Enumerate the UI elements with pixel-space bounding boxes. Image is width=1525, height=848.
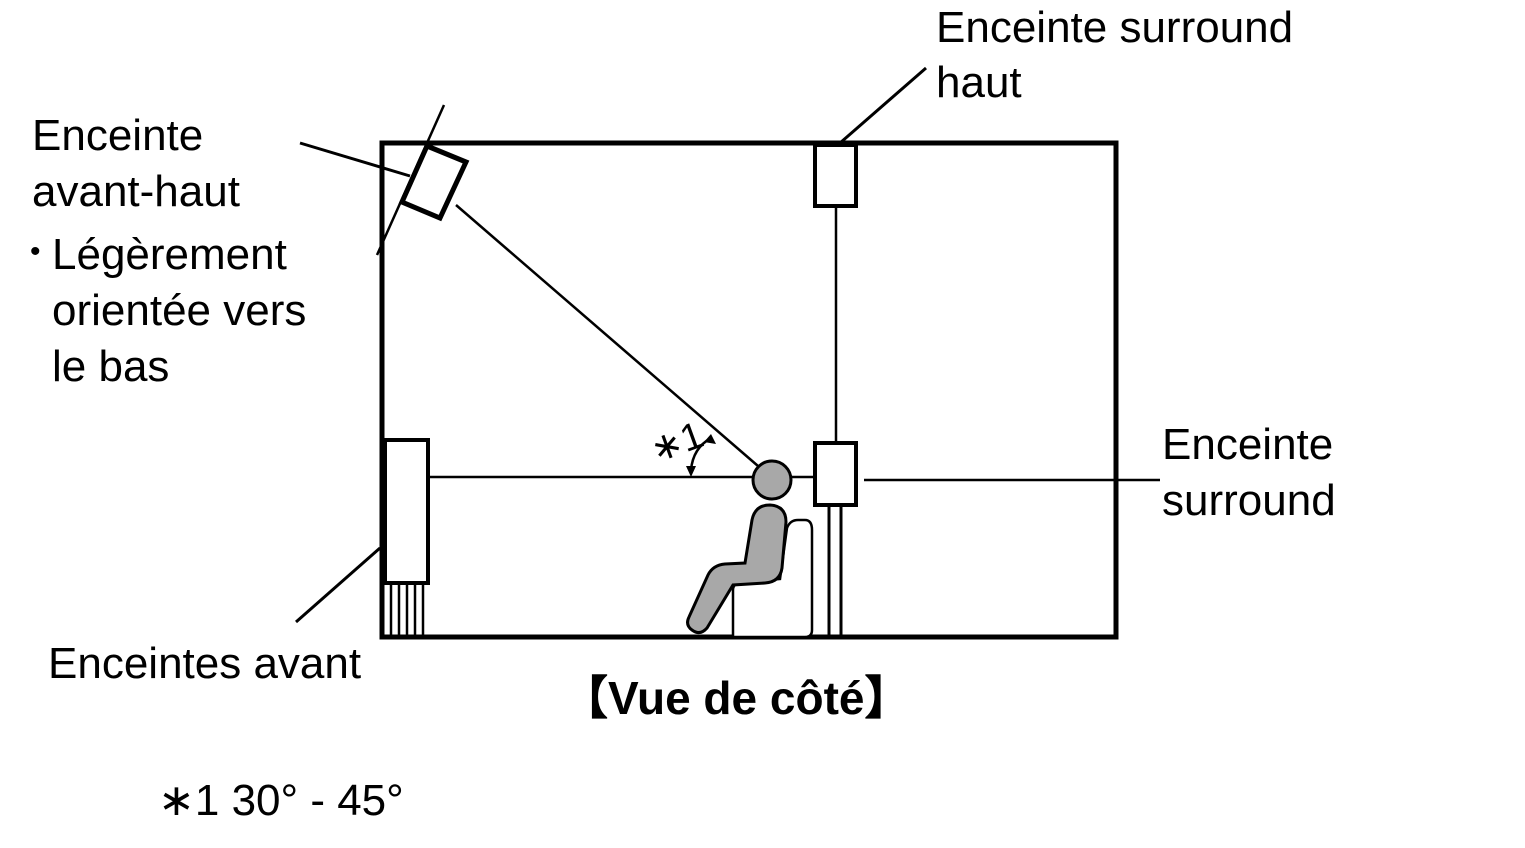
front-high-label-2: avant-haut: [32, 167, 240, 216]
footnote: ∗1 30° - 45°: [158, 776, 404, 825]
front-high-note-3: le bas: [52, 342, 170, 391]
front-high-label-1: Enceinte: [32, 111, 204, 160]
surround-high-leader: [839, 66, 927, 145]
seated-person: [686, 459, 793, 635]
front-label: Enceintes avant: [48, 639, 362, 688]
surround-high-label-2: haut: [936, 58, 1022, 107]
front-high-note-2: orientée vers: [52, 286, 307, 335]
front-leader: [295, 546, 381, 624]
surround-high-label-1: Enceinte surround: [936, 3, 1294, 52]
surround-high-speaker: [813, 143, 858, 208]
front-high-sightline: [455, 204, 759, 467]
bullet: •: [30, 235, 41, 268]
surround-label-2: surround: [1162, 476, 1336, 525]
angle-indicator: [686, 434, 716, 477]
front-high-leader: [299, 141, 411, 178]
surround-speaker: [813, 441, 858, 637]
view-title: 【Vue de côté】: [562, 672, 911, 724]
front-high-note-1: Légèrement: [52, 230, 287, 279]
surround-label-1: Enceinte: [1162, 420, 1334, 469]
front-high-speaker: [398, 142, 470, 222]
front-speaker: [383, 438, 430, 637]
